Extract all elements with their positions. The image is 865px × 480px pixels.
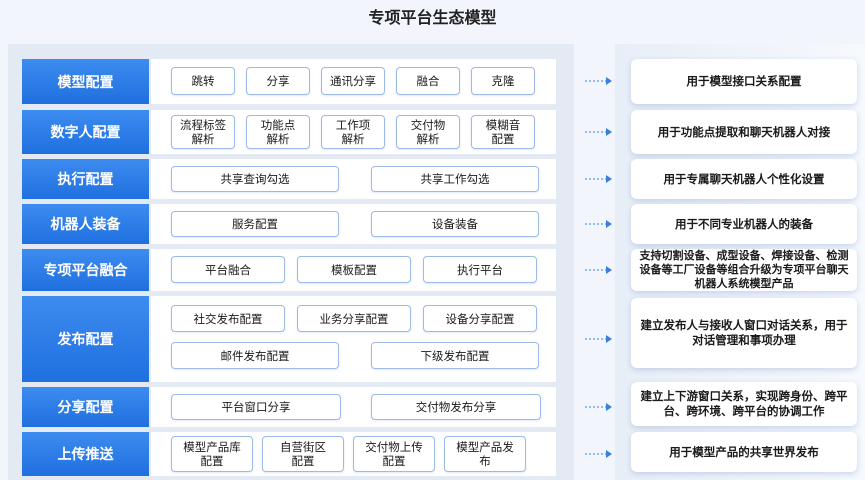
tag-workitem-parse: 工作项 解析 (321, 115, 385, 149)
tag-share: 分享 (246, 67, 310, 95)
tag-service-config: 服务配置 (171, 211, 339, 237)
tag-sub-publish-config: 下级发布配置 (371, 342, 539, 369)
row-body-exec-config: 共享查询勾选 共享工作勾选 (151, 159, 556, 199)
row-label-robot-equip: 机器人装备 (22, 204, 149, 244)
arrow-right-icon (585, 403, 612, 411)
tag-self-street-config: 自营街区 配置 (262, 436, 344, 472)
desc-share-config: 建立上下游窗口关系，实现跨身份、跨平台、跨环境、跨平台的协调工作 (631, 382, 857, 426)
row-body-platform-fusion: 平台融合 模板配置 执行平台 (151, 249, 556, 291)
tag-exec-platform: 执行平台 (423, 256, 537, 283)
tag-business-share-config: 业务分享配置 (297, 305, 411, 332)
tag-merge: 融合 (396, 67, 460, 95)
row-body-model-config: 跳转 分享 通讯分享 融合 克隆 (151, 59, 556, 104)
tag-comm-share: 通讯分享 (321, 67, 385, 95)
tag-template-config: 模板配置 (297, 256, 411, 283)
row-body-robot-equip: 服务配置 设备装备 (151, 204, 556, 244)
row-label-exec-config: 执行配置 (22, 159, 149, 199)
row-label-model-config: 模型配置 (22, 59, 149, 104)
row-label-publish-config: 发布配置 (22, 296, 149, 382)
arrow-right-icon (585, 450, 612, 458)
desc-publish-config: 建立发布人与接收人窗口对话关系，用于对话管理和事项办理 (631, 298, 857, 368)
tag-platform-window-share: 平台窗口分享 (171, 394, 341, 420)
arrow-right-icon (585, 335, 612, 343)
tag-device-share-config: 设备分享配置 (423, 305, 537, 332)
tag-jump: 跳转 (171, 67, 235, 95)
row-body-upload-push: 模型产品库 配置 自营街区 配置 交付物上传 配置 模型产品发 布 (151, 432, 556, 476)
row-body-digital-human: 流程标签 解析 功能点 解析 工作项 解析 交付物 解析 模糊音 配置 (151, 110, 556, 154)
row-label-share-config: 分享配置 (22, 387, 149, 427)
arrow-right-icon (585, 266, 612, 274)
tag-shared-query-check: 共享查询勾选 (171, 166, 339, 192)
desc-upload-push: 用于模型产品的共享世界发布 (631, 432, 857, 472)
tag-social-publish-config: 社交发布配置 (171, 305, 285, 332)
arrow-right-icon (585, 77, 612, 85)
desc-digital-human: 用于功能点提取和聊天机器人对接 (631, 110, 857, 154)
tag-mail-publish-config: 邮件发布配置 (171, 342, 339, 369)
desc-platform-fusion: 支持切割设备、成型设备、焊接设备、检测设备等工厂设备等组合升级为专项平台聊天机器… (631, 249, 857, 291)
tag-feature-parse: 功能点 解析 (246, 115, 310, 149)
tag-fuzzy-sound-config: 模糊音 配置 (471, 115, 535, 149)
tag-deliverable-publish-share: 交付物发布分享 (371, 394, 541, 420)
tag-deliverable-parse: 交付物 解析 (396, 115, 460, 149)
desc-robot-equip: 用于不同专业机器人的装备 (631, 204, 857, 244)
page-title: 专项平台生态模型 (368, 8, 497, 27)
desc-exec-config: 用于专属聊天机器人个性化设置 (631, 159, 857, 199)
desc-model-config: 用于模型接口关系配置 (631, 59, 857, 104)
tag-clone: 克隆 (471, 67, 535, 95)
row-body-share-config: 平台窗口分享 交付物发布分享 (151, 387, 556, 427)
tag-device-equip: 设备装备 (371, 211, 539, 237)
row-label-platform-fusion: 专项平台融合 (22, 249, 149, 291)
tag-model-library-config: 模型产品库 配置 (171, 436, 253, 472)
tag-deliverable-upload-config: 交付物上传 配置 (353, 436, 435, 472)
arrow-right-icon (585, 128, 612, 136)
tag-model-product-publish: 模型产品发 布 (444, 436, 526, 472)
tag-platform-fusion: 平台融合 (171, 256, 285, 283)
arrow-right-icon (585, 220, 612, 228)
tag-flow-label-parse: 流程标签 解析 (171, 115, 235, 149)
row-body-publish-config: 社交发布配置 业务分享配置 设备分享配置 邮件发布配置 下级发布配置 (151, 296, 556, 382)
arrow-right-icon (585, 175, 612, 183)
row-label-upload-push: 上传推送 (22, 432, 149, 476)
row-label-digital-human: 数字人配置 (22, 110, 149, 154)
tag-shared-work-check: 共享工作勾选 (371, 166, 539, 192)
